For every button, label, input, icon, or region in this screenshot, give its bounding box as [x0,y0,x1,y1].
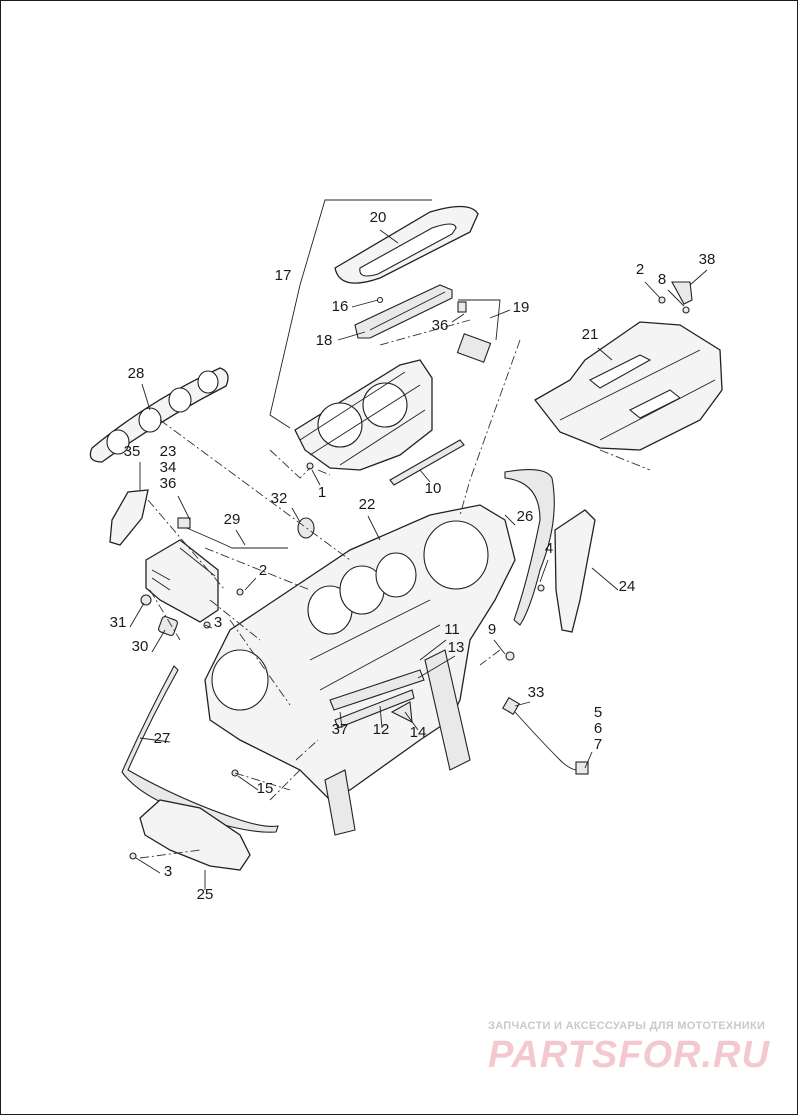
part-connector [177,517,191,529]
callout-38: 38 [699,251,716,268]
callout-27: 27 [154,730,171,747]
callout-22: 22 [359,496,376,513]
part-switch-module [456,301,492,363]
callout-36: 36 [160,475,177,492]
callout-25: 25 [197,886,214,903]
callout-2: 2 [259,562,267,579]
part-lower-bracket [329,649,471,771]
part-grommet [297,517,315,539]
callout-4: 4 [545,540,553,557]
callout-7: 7 [594,736,602,753]
part-top-cover [534,321,723,451]
callout-8: 8 [658,271,666,288]
callout-20: 20 [370,209,387,226]
callout-36: 36 [432,317,449,334]
callout-35: 35 [124,443,141,460]
callout-18: 18 [316,332,333,349]
callout-14: 14 [410,724,427,741]
callout-13: 13 [448,639,465,656]
watermark-caption: ЗАПЧАСТИ И АКСЕССУАРЫ ДЛЯ МОТОТЕХНИКИ [488,1020,766,1032]
callout-1: 1 [318,484,326,501]
callout-16: 16 [332,298,349,315]
callout-17: 17 [275,267,292,284]
callout-23: 23 [160,443,177,460]
callout-24: 24 [619,578,636,595]
callout-29: 29 [224,511,241,528]
part-right-seal [504,469,555,626]
callout-3: 3 [214,614,222,631]
callout-37: 37 [332,721,349,738]
callout-6: 6 [594,720,602,737]
part-trim-strip [389,439,465,486]
part-inner-fairing [204,504,516,801]
part-lower-left-cover [139,799,251,871]
callout-26: 26 [517,508,534,525]
part-sensor-harness [502,697,589,775]
leader-lines [129,199,708,890]
callout-19: 19 [513,299,530,316]
callout-5: 5 [594,704,602,721]
fasteners [129,296,690,860]
callout-31: 31 [110,614,127,631]
callout-12: 12 [373,721,390,738]
part-right-panel [554,509,596,633]
callout-28: 28 [128,365,145,382]
assembly-lines [139,319,651,859]
callout-34: 34 [160,459,177,476]
callout-9: 9 [488,621,496,638]
part-left-seal [121,665,279,833]
part-inner-bracket [294,359,433,471]
part-trim-cap [334,205,479,284]
callout-15: 15 [257,780,274,797]
part-small-bracket [671,281,693,305]
callout-30: 30 [132,638,149,655]
part-mirror-cover [109,489,149,546]
callout-10: 10 [425,480,442,497]
part-wire-harness [181,525,288,549]
part-gauge-bezel [89,367,229,463]
callout-32: 32 [271,490,288,507]
callout-2: 2 [636,261,644,278]
callout-21: 21 [582,326,599,343]
callout-11: 11 [444,621,460,638]
watermark-logo: PARTSFOR.RU [488,1034,770,1076]
part-mount-strip [324,769,356,836]
part-radio-unit [145,539,219,623]
callout-3: 3 [164,863,172,880]
callout-33: 33 [528,684,545,701]
